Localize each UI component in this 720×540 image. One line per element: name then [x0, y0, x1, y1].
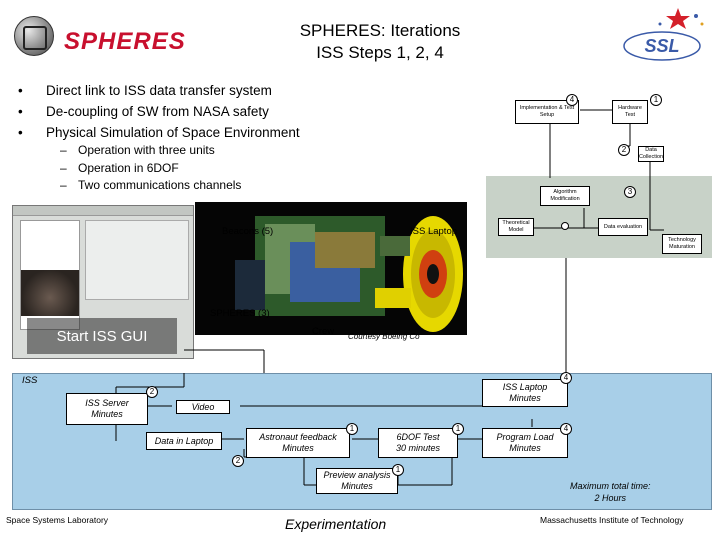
- bullet-item: •Direct link to ISS data transfer system: [18, 83, 272, 98]
- title-line-1: SPHERES: Iterations: [299, 21, 461, 40]
- step-number-2: 2: [618, 144, 630, 156]
- maximum-total-time: Maximum total time: 2 Hours: [570, 481, 651, 503]
- sub-bullet-item: –Operation with three units: [60, 143, 215, 157]
- data-in-laptop-box: Data in Laptop: [146, 432, 222, 450]
- footer-title: Experimentation: [285, 516, 387, 532]
- spheres-hardware-photo: [195, 202, 467, 335]
- mit-ssl-logo: SSL: [623, 8, 704, 61]
- spheres-label: SPHERES (3): [210, 308, 270, 319]
- gui-title-bar: [13, 206, 193, 216]
- footer-right: Massachusetts Institute of Technology: [540, 515, 684, 525]
- footer-left: Space Systems Laboratory: [6, 515, 109, 525]
- sub-bullet-item: –Operation in 6DOF: [60, 160, 179, 175]
- iss-laptop-label: ISS Laptop: [410, 226, 458, 237]
- gui-camera-image: [21, 270, 79, 316]
- slide-title: SPHERES: Iterations ISS Steps 1, 2, 4: [230, 20, 530, 64]
- algorithm-modification-box: Algorithm Modification: [540, 186, 590, 206]
- bullet-list: •Direct link to ISS data transfer system…: [14, 80, 344, 143]
- hardware-test-box: Hardware Test: [612, 100, 648, 124]
- courtesy-label: Courtesy Boeing Co: [348, 332, 420, 341]
- iss-gui-screenshot: Start ISS GUI: [12, 205, 194, 359]
- technology-maturation-box: Technology Maturation: [662, 234, 702, 254]
- bullet-item: •De-coupling of SW from NASA safety: [18, 104, 269, 119]
- program-load-step: 4: [560, 423, 572, 435]
- beacons-label: Beacons (5): [222, 226, 274, 237]
- sub-bullet-list: –Operation with three units –Operation i…: [60, 142, 241, 195]
- sub-bullet-item: –Two communications channels: [60, 178, 242, 192]
- gui-main-panel: [85, 220, 189, 300]
- data-in-laptop-step: 2: [232, 455, 244, 467]
- step-number-4: 4: [566, 94, 578, 106]
- bullet-item: •Physical Simulation of Space Environmen…: [18, 125, 300, 140]
- data-collection-box: Data Collection: [638, 146, 664, 162]
- spheres-logo: SPHERES: [6, 6, 206, 62]
- video-box: Video: [176, 400, 230, 414]
- theoretical-model-box: Theoretical Model: [498, 218, 534, 236]
- iss-laptop-step: 4: [560, 372, 572, 384]
- top-connectors: [184, 258, 567, 376]
- step-number-3: 3: [624, 186, 636, 198]
- data-evaluation-box: Data evaluation: [598, 218, 648, 236]
- iss-server-step: 2: [146, 386, 158, 398]
- title-line-2: ISS Steps 1, 2, 4: [316, 43, 444, 62]
- logo-text: SPHERES: [64, 28, 186, 55]
- crew-label: Crew: [312, 326, 335, 337]
- ssl-logo-text: SSL: [644, 36, 679, 56]
- step-number-1: 1: [650, 94, 662, 106]
- start-iss-gui-button[interactable]: Start ISS GUI: [27, 318, 177, 354]
- junction-circle: [561, 222, 569, 230]
- iss-connectors: [115, 373, 567, 486]
- iss-panel-label: ISS: [22, 375, 38, 386]
- spheres-ball-icon: [14, 16, 54, 56]
- astronaut-feedback-step: 1: [346, 423, 358, 435]
- preview-analysis-step: 1: [392, 464, 404, 476]
- 6dof-test-step: 1: [452, 423, 464, 435]
